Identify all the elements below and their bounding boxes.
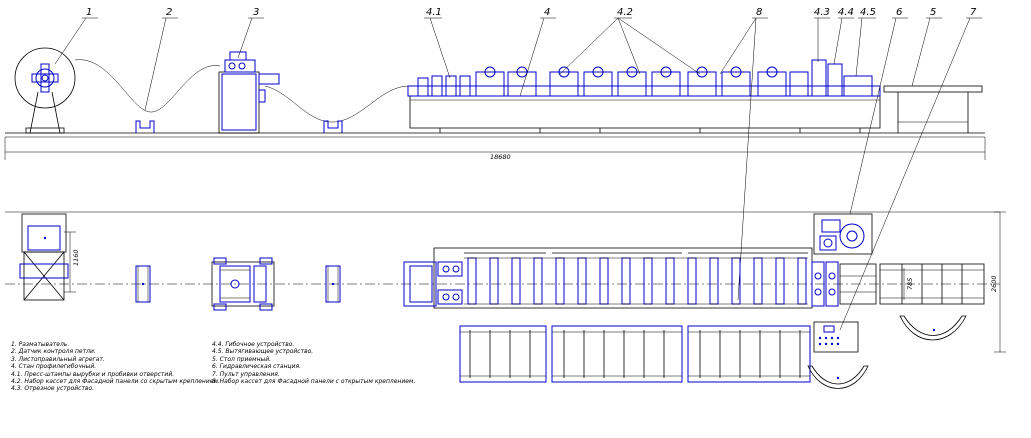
mill-cassette-stands-plan — [467, 257, 807, 305]
strip-loop-2 — [264, 85, 411, 123]
press-stations-plan — [437, 261, 463, 305]
callout-8: 8 — [756, 7, 762, 18]
legend-left: 1. Разматыватель. 2. Датчик контроля пет… — [11, 341, 220, 393]
callout-5: 5 — [930, 7, 936, 18]
right-width-label: 2600 — [990, 275, 998, 292]
plan-view: 1160 — [5, 211, 1006, 389]
right-width-dimension: 2600 — [990, 211, 1006, 353]
inner-width-dimension: 785 — [903, 268, 914, 300]
straightener-side — [218, 51, 280, 134]
callout-7: 7 — [970, 7, 977, 18]
inner-width-label: 785 — [906, 278, 914, 290]
decoiler-side — [14, 47, 76, 134]
hydraulic-station-plan — [813, 213, 873, 255]
legend-item: 2. Датчик контроля петли. — [11, 348, 96, 356]
left-height-dimension: 1160 — [64, 231, 80, 293]
receiving-table-side — [883, 85, 983, 133]
callout-4-5: 4.5 — [860, 7, 876, 18]
overall-length-label: 18680 — [490, 153, 511, 161]
legend-item: 8. Набор кассет для Фасадной панели с от… — [212, 378, 416, 386]
strip-loop-1 — [74, 59, 221, 113]
mill-plan — [403, 247, 877, 309]
callouts: 1 2 3 4.1 4 4.2 8 4.3 4.4 4.5 6 5 7 — [54, 7, 982, 331]
side-view: 18680 — [4, 47, 986, 161]
callout-2: 2 — [166, 7, 172, 18]
callout-1: 1 — [86, 7, 92, 18]
legend-item: 1. Разматыватель. — [11, 341, 70, 348]
loop-sensor-plan-1 — [135, 265, 151, 303]
loop-sensor-side — [135, 120, 155, 133]
receiving-table-plan — [879, 263, 985, 305]
callout-6: 6 — [896, 7, 902, 18]
callout-3: 3 — [253, 7, 259, 18]
legend-item: 3. Листоправильный агрегат. — [11, 355, 105, 363]
legend-item: 4.5. Вытягивающее устройство. — [212, 348, 314, 356]
legend-item: 4.3. Отрезное устройство. — [11, 385, 95, 393]
panel-profile-sections — [807, 315, 967, 389]
mill-side — [407, 59, 881, 133]
cassette-sets-plan — [459, 325, 811, 383]
callout-4: 4 — [544, 7, 550, 18]
legend-item: 4.2. Набор кассет для Фасадной панели со… — [11, 378, 220, 386]
legend-item: 4.4. Гибочное устройство. — [212, 341, 295, 348]
overall-length-dimension: 18680 — [4, 137, 986, 161]
legend-item: 4. Стан профилегибочный. — [11, 363, 97, 371]
callout-4-3: 4.3 — [814, 7, 830, 18]
left-height-label: 1160 — [72, 249, 80, 266]
callout-4-4: 4.4 — [838, 7, 854, 18]
legend-item: 6. Гидравлическая станция. — [212, 363, 302, 371]
loop-sensor-side-2 — [323, 120, 343, 133]
callout-4-2: 4.2 — [617, 7, 633, 18]
callout-4-1: 4.1 — [426, 7, 442, 18]
loop-sensor-plan-2 — [325, 265, 341, 303]
straightener-plan — [211, 257, 275, 311]
mill-stands — [417, 59, 873, 97]
legend-right: 4.4. Гибочное устройство. 4.5. Вытягиваю… — [212, 341, 415, 385]
decoiler-plan — [19, 213, 69, 301]
legend-item: 5. Стол приемный. — [212, 355, 272, 363]
legend-item: 7. Пульт управления. — [212, 370, 280, 378]
legend-item: 4.1. Пресс-штампы вырубки и пробивки отв… — [11, 370, 175, 378]
control-panel-plan — [813, 321, 859, 353]
